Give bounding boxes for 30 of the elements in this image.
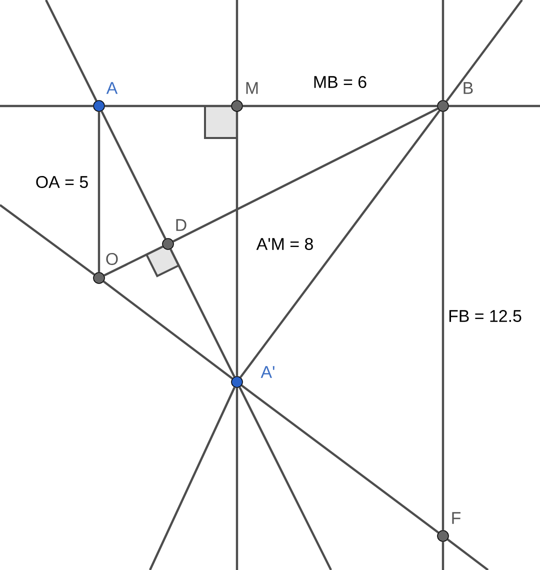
- line-segment: [98, 112, 100, 272]
- point-label: O: [106, 253, 118, 265]
- line-segment: [242, 104, 438, 108]
- point-label: A': [260, 366, 274, 378]
- measure-label: OA = 5: [32, 173, 92, 191]
- line-segment: [236, 112, 238, 376]
- line-segment: [240, 110, 440, 378]
- line-segment: [170, 248, 236, 378]
- line-segment: [103, 280, 233, 380]
- point: [93, 100, 105, 112]
- line-segment: [172, 108, 438, 242]
- point-label: F: [452, 512, 460, 524]
- point: [162, 238, 174, 250]
- line-segment: [100, 110, 166, 240]
- line-segment: [241, 384, 439, 534]
- point: [437, 530, 449, 542]
- point: [231, 100, 243, 112]
- line-segment: [104, 246, 164, 276]
- point: [231, 376, 243, 388]
- point-label: M: [246, 82, 258, 94]
- point-label: D: [176, 219, 186, 231]
- point-label: B: [464, 82, 473, 94]
- line-segment: [104, 104, 232, 108]
- measure-label: A'M = 8: [253, 235, 317, 253]
- point: [437, 100, 449, 112]
- measure-label: FB = 12.5: [445, 307, 525, 325]
- point-label: A: [106, 82, 118, 94]
- line-segment: [442, 112, 444, 530]
- point: [93, 272, 105, 284]
- measure-label: MB = 6: [310, 73, 370, 91]
